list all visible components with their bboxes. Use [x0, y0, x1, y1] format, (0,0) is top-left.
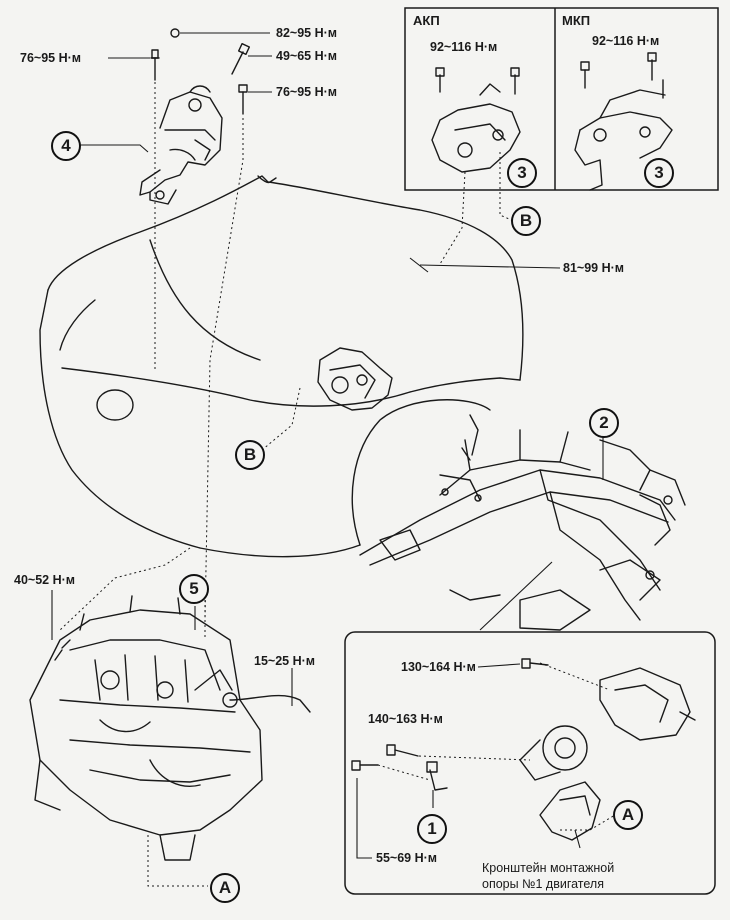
- crossmember-2-drawing: [359, 414, 686, 631]
- engine-5-drawing: [29, 595, 311, 861]
- mkp-torque-label: 92~116 Н·м: [592, 34, 660, 48]
- callout-a-inset: A: [613, 800, 643, 830]
- dotted-leaders: [59, 82, 616, 887]
- callout-3-mkp: 3: [644, 158, 674, 188]
- mkp-label: МКП: [562, 13, 591, 28]
- torque-label-130-164: 130~164 Н·м: [401, 660, 476, 674]
- callout-1: 1: [417, 814, 447, 844]
- inset-frame: [344, 631, 716, 895]
- torque-label-55-69: 55~69 Н·м: [376, 851, 438, 865]
- callout-5: 5: [179, 574, 209, 604]
- engine-mount-1-drawing: [351, 658, 696, 841]
- transmission-box-frame: [404, 7, 719, 191]
- engine-mount-4-drawing: [139, 28, 251, 205]
- inset-caption-line-2: опоры №1 двигателя: [482, 877, 604, 891]
- callout-2: 2: [589, 408, 619, 438]
- inset-caption-line-1: Кронштейн монтажной: [482, 861, 615, 875]
- vehicle-body-outline: [39, 175, 524, 558]
- torque-label-82-95: 82~95 Н·м: [276, 26, 338, 40]
- torque-label-76-95-right: 76~95 Н·м: [276, 85, 338, 99]
- callout-4: 4: [51, 131, 81, 161]
- transmission-mount-drawing: [317, 347, 393, 411]
- mkp-mount-drawing: [574, 52, 673, 191]
- solid-leaders: [51, 32, 604, 859]
- torque-label-40-52: 40~52 Н·м: [14, 573, 76, 587]
- torque-label-81-99: 81~99 Н·м: [563, 261, 625, 275]
- callout-b-mid: B: [235, 440, 265, 470]
- akp-mount-drawing: [431, 67, 521, 173]
- torque-label-49-65: 49~65 Н·м: [276, 49, 338, 63]
- torque-label-140-163: 140~163 Н·м: [368, 712, 443, 726]
- callout-a-bottom: A: [210, 873, 240, 903]
- akp-torque-label: 92~116 Н·м: [430, 40, 498, 54]
- torque-label-15-25: 15~25 Н·м: [254, 654, 316, 668]
- callout-3-akp: 3: [507, 158, 537, 188]
- callout-b-top: B: [511, 206, 541, 236]
- torque-label-76-95-left: 76~95 Н·м: [20, 51, 82, 65]
- akp-label: АКП: [413, 13, 440, 28]
